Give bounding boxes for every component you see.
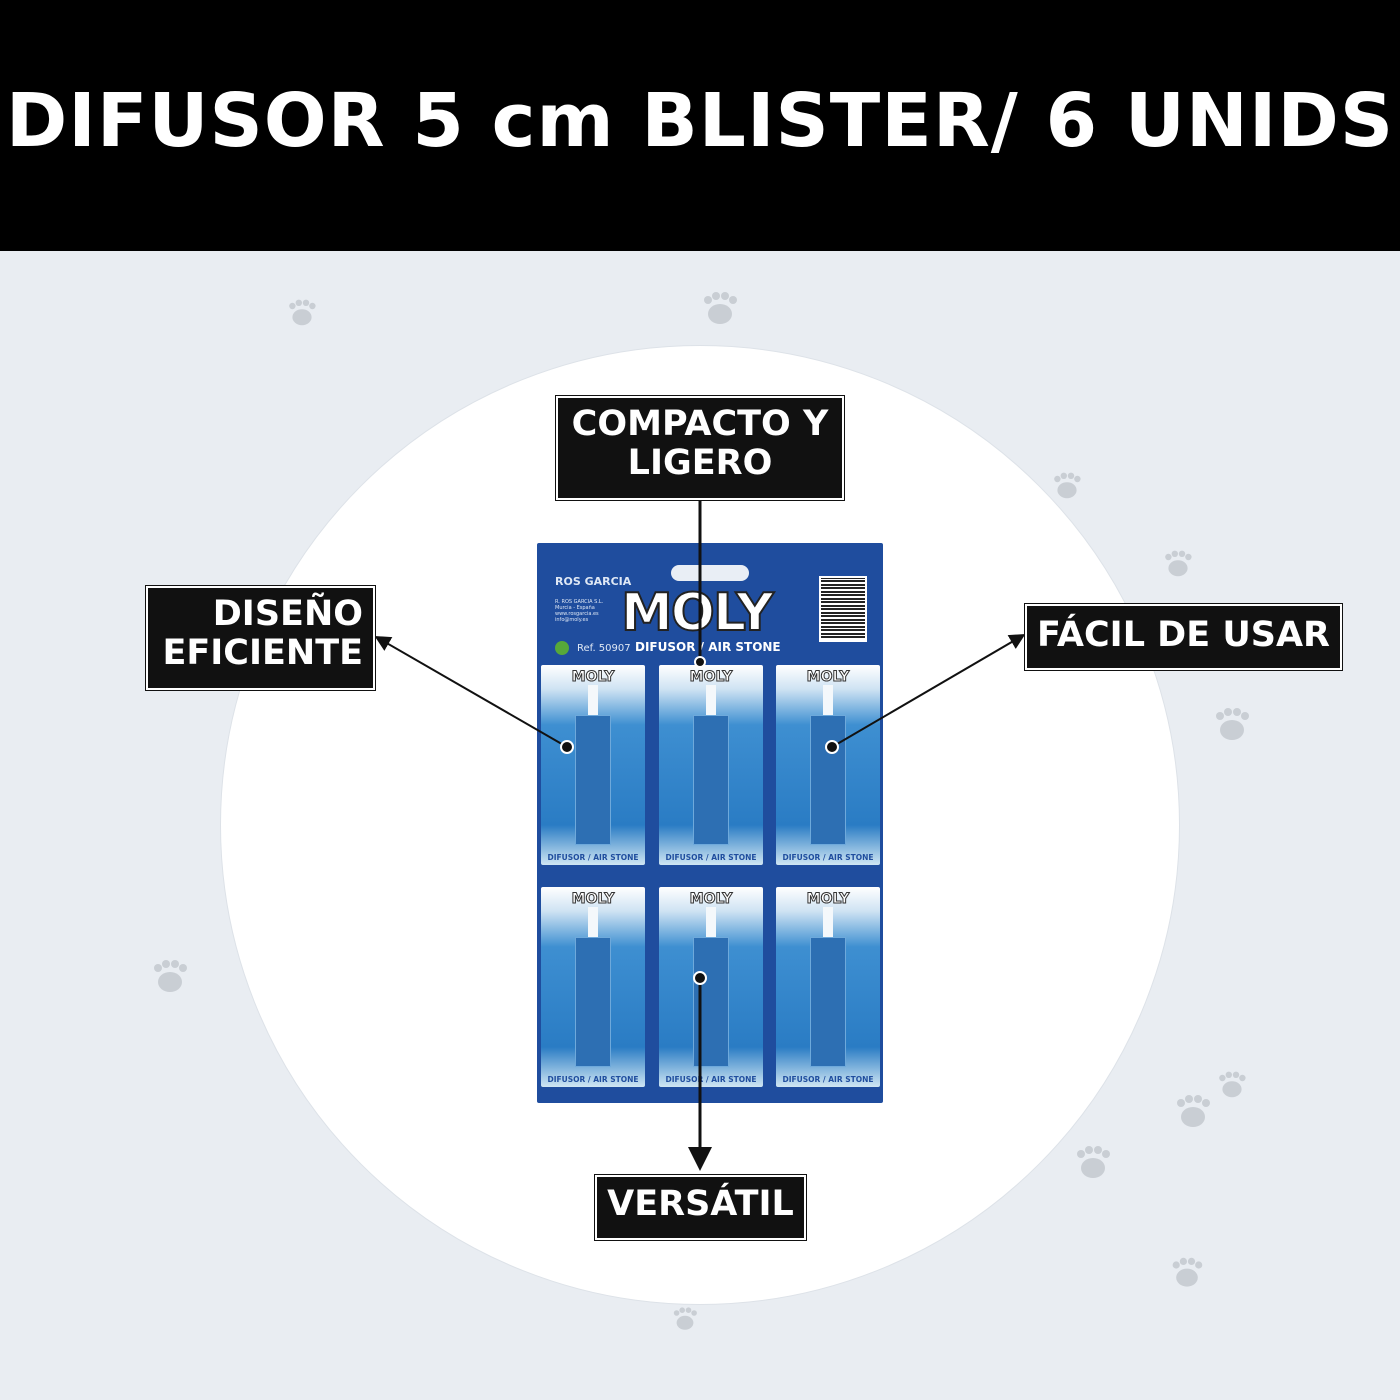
callout-line-left: [374, 636, 568, 748]
air-stone: [575, 715, 611, 845]
air-stone: [810, 937, 846, 1067]
recycle-icon: [555, 641, 569, 655]
air-stone: [693, 715, 729, 845]
air-stone-unit: MOLY DIFUSOR / AIR STONE: [776, 887, 880, 1087]
tube-connector: [706, 907, 716, 939]
air-stone-unit: MOLY DIFUSOR / AIR STONE: [541, 665, 645, 865]
page-title: DIFUSOR 5 cm BLISTER/ 6 UNIDS: [5, 77, 1395, 164]
paw-print-icon: [1212, 706, 1252, 746]
unit-label: DIFUSOR / AIR STONE: [547, 853, 639, 862]
unit-label: DIFUSOR / AIR STONE: [665, 853, 757, 862]
title-banner: DIFUSOR 5 cm BLISTER/ 6 UNIDS: [0, 0, 1400, 251]
callout-dot-top: [694, 656, 706, 668]
tube-connector: [706, 685, 716, 717]
callout-easy-to-use: FÁCIL DE USAR: [1024, 603, 1343, 671]
paw-print-icon: [1162, 549, 1194, 581]
callout-line-right: [831, 633, 1026, 748]
paw-print-icon: [1073, 1144, 1113, 1184]
air-stone: [810, 715, 846, 845]
unit-label: DIFUSOR / AIR STONE: [547, 1075, 639, 1084]
paw-print-icon: [671, 1306, 699, 1334]
unit-logo: MOLY: [689, 891, 733, 908]
air-stone-unit: MOLY DIFUSOR / AIR STONE: [541, 887, 645, 1087]
unit-label: DIFUSOR / AIR STONE: [782, 1075, 874, 1084]
callout-versatile: VERSÁTIL: [594, 1174, 807, 1241]
product-subtitle: DIFUSOR / AIR STONE: [635, 640, 781, 654]
unit-logo: MOLY: [571, 669, 615, 686]
barcode: [819, 576, 867, 642]
unit-label: DIFUSOR / AIR STONE: [782, 853, 874, 862]
ros-garcia-brand: ROS GARCIA R. ROS GARCIA S.L. Murcia - E…: [555, 575, 632, 623]
hang-hole: [671, 565, 749, 581]
tube-connector: [588, 685, 598, 717]
tube-connector: [823, 685, 833, 717]
reference: Ref. 50907: [555, 641, 631, 655]
callout-dot-left: [560, 740, 574, 754]
callout-dot-right: [825, 740, 839, 754]
unit-logo: MOLY: [689, 669, 733, 686]
unit-logo: MOLY: [571, 891, 615, 908]
callout-compact: COMPACTO Y LIGERO: [555, 395, 845, 501]
paw-print-icon: [700, 290, 740, 330]
air-stone-unit: MOLY DIFUSOR / AIR STONE: [776, 665, 880, 865]
callout-dot-bottom: [693, 971, 707, 985]
unit-logo: MOLY: [806, 891, 850, 908]
unit-label: DIFUSOR / AIR STONE: [665, 1075, 757, 1084]
paw-print-icon: [1169, 1256, 1205, 1292]
air-stone-unit: MOLY DIFUSOR / AIR STONE: [659, 665, 763, 865]
paw-print-icon: [1051, 471, 1083, 503]
paw-print-icon: [1173, 1093, 1213, 1133]
paw-print-icon: [286, 298, 318, 330]
tube-connector: [823, 907, 833, 939]
unit-logo: MOLY: [806, 669, 850, 686]
paw-print-icon: [150, 958, 190, 998]
tube-connector: [588, 907, 598, 939]
air-stone: [575, 937, 611, 1067]
paw-print-icon: [1216, 1070, 1248, 1102]
moly-logo: MOLY: [620, 582, 775, 644]
